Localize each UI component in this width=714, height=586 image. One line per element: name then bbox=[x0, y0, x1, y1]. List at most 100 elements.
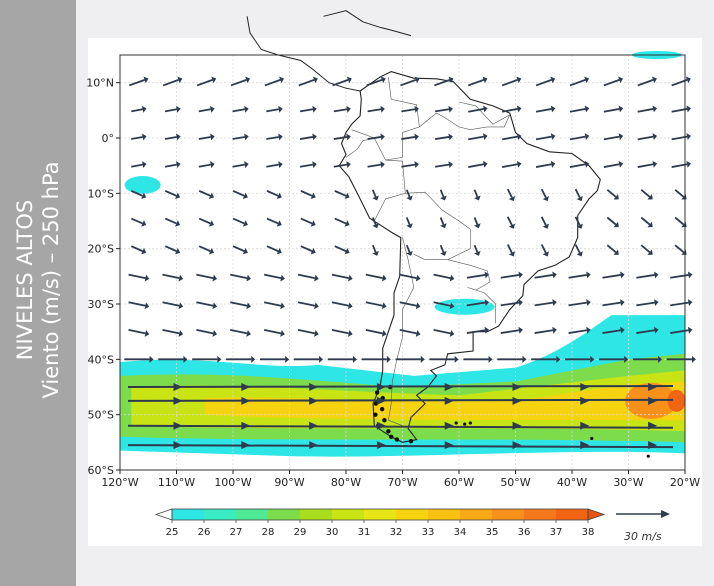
wind-vector bbox=[399, 329, 421, 337]
colorbar-tick-label: 32 bbox=[390, 527, 403, 538]
reference-vector-label: 30 m/s bbox=[624, 530, 662, 543]
latitude-label: 0° bbox=[102, 132, 115, 145]
wind-vector bbox=[164, 161, 181, 169]
wind-vector bbox=[501, 76, 522, 87]
wind-vector bbox=[501, 133, 522, 141]
wind-vector bbox=[367, 105, 385, 113]
wind-vector bbox=[297, 329, 319, 337]
country-border bbox=[447, 259, 496, 324]
wind-vector bbox=[327, 355, 357, 363]
wind-vector bbox=[367, 133, 385, 141]
wind-vector bbox=[602, 299, 625, 307]
wind-vector bbox=[429, 355, 459, 363]
wind-vector bbox=[131, 161, 147, 169]
central-america-coastline bbox=[246, 16, 361, 92]
reference-vector: 30 m/s bbox=[616, 510, 670, 543]
fjord-island bbox=[379, 406, 385, 412]
wind-vector bbox=[603, 133, 624, 141]
wind-vector bbox=[372, 189, 379, 201]
wind-vector bbox=[671, 105, 691, 113]
wind-vector bbox=[230, 329, 251, 337]
wind-vector bbox=[473, 217, 481, 229]
colorbar-tick-label: 34 bbox=[454, 527, 467, 538]
fjord-island bbox=[374, 390, 380, 395]
colorbar-segment bbox=[204, 509, 237, 520]
wind-vector bbox=[331, 301, 353, 310]
wind-vector bbox=[506, 244, 516, 257]
wind-vector bbox=[198, 217, 215, 227]
colorbar-segment bbox=[396, 509, 429, 520]
wind-vector bbox=[198, 133, 215, 141]
wind-vector bbox=[531, 355, 561, 363]
wind-vector bbox=[164, 245, 181, 255]
sidebar: NIVELES ALTOS Viento (m/s) – 250 hPa bbox=[0, 0, 76, 586]
wind-vector bbox=[372, 217, 379, 229]
wind-vector bbox=[640, 244, 653, 255]
sidebar-subtitle: Viento (m/s) – 250 hPa bbox=[39, 161, 63, 399]
wind-vector bbox=[297, 301, 319, 310]
wind-vector bbox=[540, 244, 549, 257]
jet-vector-row bbox=[127, 441, 674, 450]
wind-vector bbox=[333, 133, 351, 141]
longitude-label: 100°W bbox=[214, 476, 251, 489]
wind-vector bbox=[400, 76, 420, 87]
wind-vector bbox=[637, 160, 658, 168]
colorbar-segment bbox=[236, 509, 269, 520]
wind-vector bbox=[232, 105, 249, 113]
latitude-label: 60°S bbox=[88, 464, 114, 477]
wind-vector bbox=[164, 217, 181, 227]
wind-vector bbox=[468, 133, 488, 141]
south-america-coastline bbox=[338, 71, 601, 443]
longitude-label: 90°W bbox=[274, 476, 304, 489]
wind-vector bbox=[439, 217, 447, 229]
wind-vector bbox=[266, 245, 282, 255]
colorbar-segment bbox=[524, 509, 557, 520]
wind-vector bbox=[506, 216, 516, 229]
wind-vector bbox=[603, 105, 624, 113]
latitude-label: 10°S bbox=[88, 187, 114, 200]
sidebar-title-block: NIVELES ALTOS Viento (m/s) – 250 hPa bbox=[12, 161, 64, 398]
wind-vector bbox=[196, 76, 217, 87]
colorbar-segment bbox=[268, 509, 301, 520]
wind-vector bbox=[266, 105, 283, 113]
wind-vector bbox=[568, 326, 591, 334]
wind-vector bbox=[637, 105, 658, 113]
wind-vector bbox=[439, 189, 447, 201]
wind-vector bbox=[162, 329, 184, 337]
wind-vector bbox=[130, 245, 147, 255]
wind-vector bbox=[162, 301, 184, 310]
reference-arrow-head bbox=[661, 510, 670, 518]
colorbar-segment bbox=[364, 509, 397, 520]
wind-vector bbox=[395, 355, 425, 363]
wind-vector bbox=[574, 188, 583, 202]
wind-vector bbox=[606, 244, 619, 255]
wind-vector bbox=[535, 76, 556, 87]
wind-vector bbox=[636, 271, 659, 279]
wind-vector bbox=[198, 105, 215, 113]
wind-vector bbox=[401, 133, 419, 141]
wind-vector bbox=[366, 76, 386, 87]
wind-vector bbox=[666, 355, 696, 363]
wind-vector bbox=[300, 245, 316, 255]
wind-vector bbox=[535, 133, 556, 141]
wind-vector bbox=[198, 161, 215, 169]
wind-vector bbox=[232, 161, 249, 169]
longitude-label: 60°W bbox=[444, 476, 474, 489]
wind-vector bbox=[434, 133, 453, 141]
wind-core-37 bbox=[667, 389, 686, 412]
wind-vector bbox=[501, 105, 522, 113]
wind-patch-west bbox=[124, 176, 161, 195]
wind-vector bbox=[334, 217, 350, 227]
wind-vector bbox=[266, 133, 283, 141]
latitude-labels: 10°N0°10°S20°S30°S40°S50°S60°S bbox=[86, 77, 120, 477]
wind-vector bbox=[602, 271, 625, 279]
wind-vector bbox=[333, 161, 351, 169]
colorbar-frame bbox=[171, 508, 589, 521]
wind-vector bbox=[331, 273, 353, 282]
wind-vector bbox=[535, 105, 556, 113]
colorbar-tick-label: 30 bbox=[326, 527, 339, 538]
longitude-label: 80°W bbox=[331, 476, 361, 489]
wind-vector bbox=[128, 301, 150, 310]
colorbar-tick-label: 35 bbox=[486, 527, 499, 538]
